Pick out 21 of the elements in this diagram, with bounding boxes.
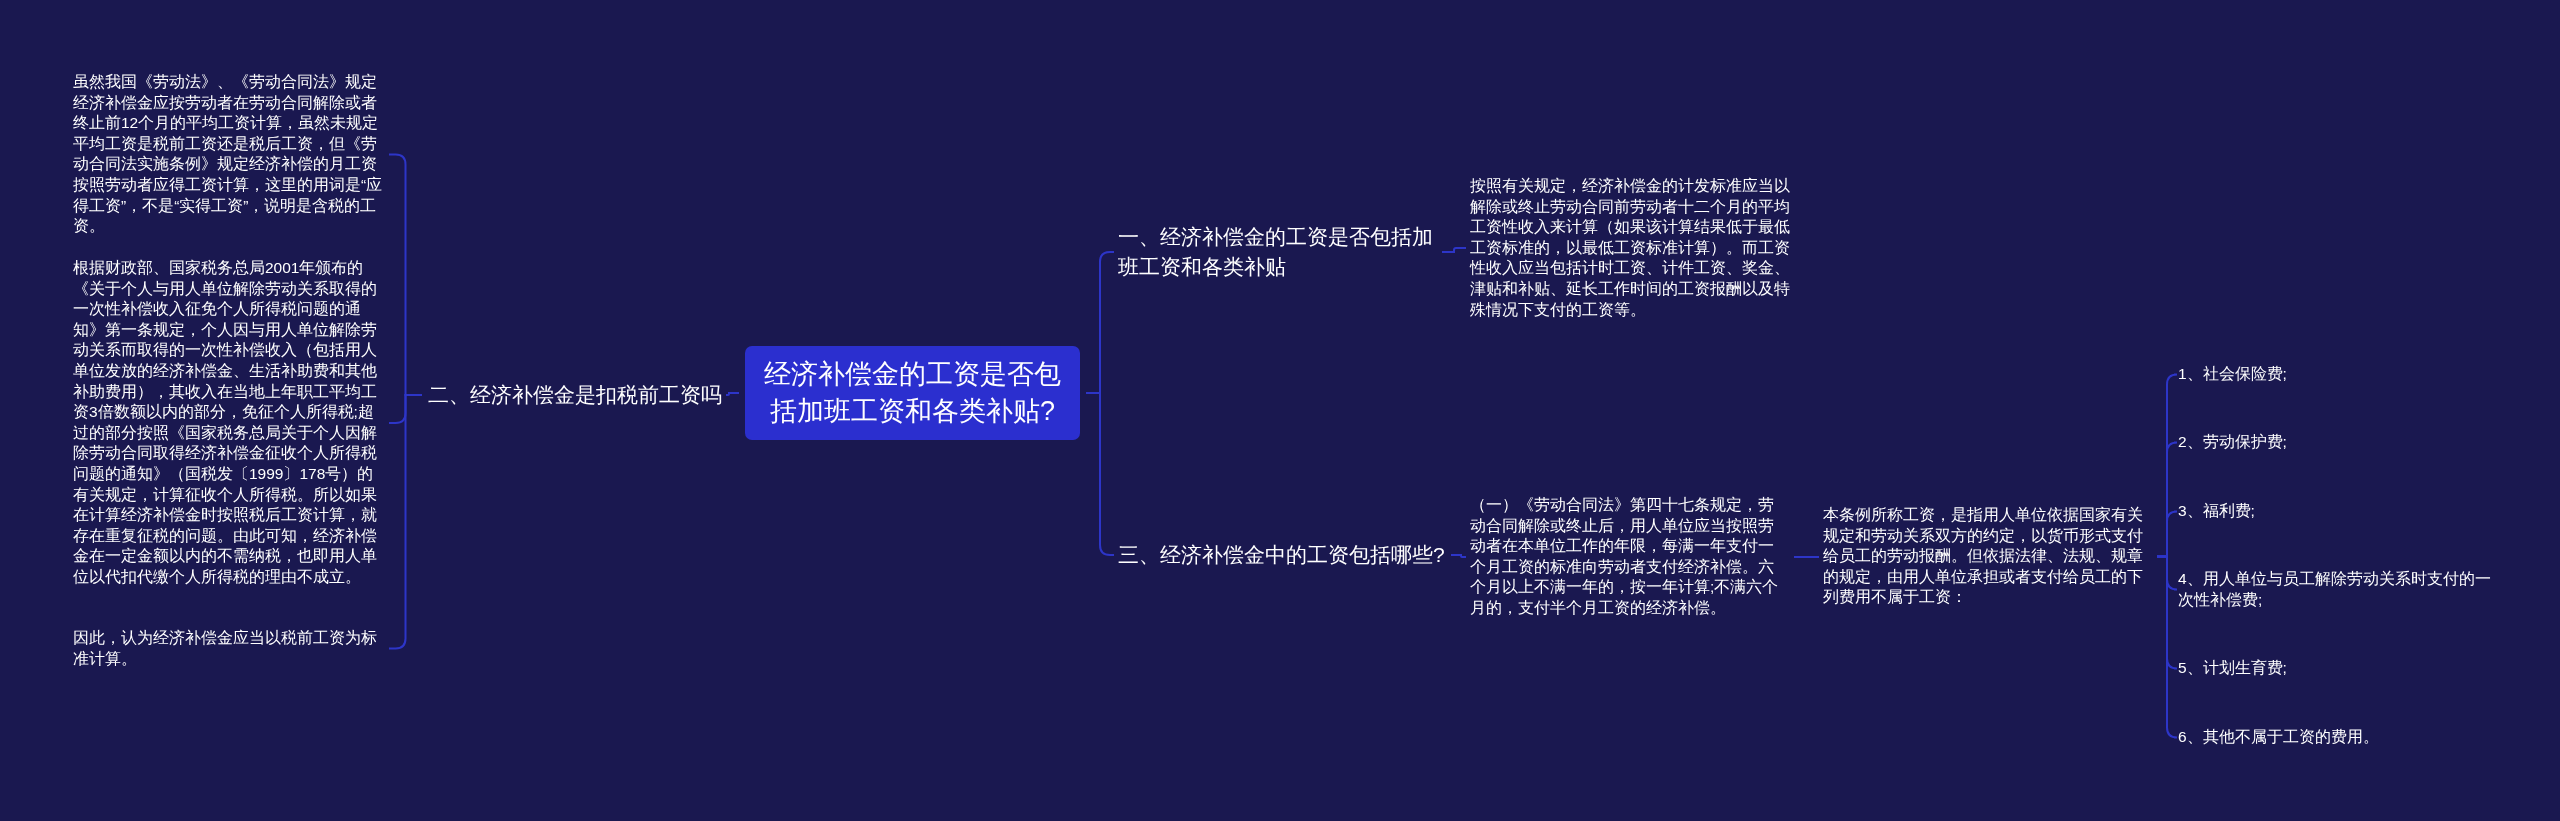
connector-line	[1441, 247, 1467, 253]
central-topic-box: 经济补偿金的工资是否包括加班工资和各类补贴?	[745, 346, 1080, 440]
list-item-text: 3、福利费;	[2178, 501, 2255, 522]
list-item-text: 6、其他不属于工资的费用。	[2178, 727, 2379, 748]
list-item-text: 2、劳动保护费;	[2178, 432, 2287, 453]
list-item-text: 4、用人单位与员工解除劳动关系时支付的一次性补偿费;	[2178, 569, 2498, 611]
paragraph-text: 本条例所称工资，是指用人单位依据国家有关规定和劳动关系双方的约定，以货币形式支付给员工的劳动报酬。但依据法律、法规、规章的规定，由用人单位承担或者支付给员工的下列费用不属于工资：	[1823, 505, 2151, 608]
list-item-text: 1、社会保险费;	[2178, 364, 2287, 385]
connector-line	[2156, 555, 2178, 739]
paragraph-text: （一）《劳动合同法》第四十七条规定，劳动合同解除或终止后，用人单位应当按照劳动者在本单位工作的年限，每满一年支付一个月工资的标准向劳动者支付经济补偿。六个月以上不满一年的，按一年计算;不满六个月的，支付半个月工资的经济补偿。	[1470, 495, 1788, 619]
paragraph-text: 虽然我国《劳动法》、《劳动合同法》规定经济补偿金应按劳动者在劳动合同解除或者终止前12个月的平均工资计算，虽然未规定平均工资是税前工资还是税后工资，但《劳动合同法实施条例》规定经济补偿的月工资按照劳动者应得工资计算，这里的用词是“应得工资”，不是“实得工资”，说明是含税的工资。	[73, 72, 385, 237]
topic-text: 三、经济补偿金中的工资包括哪些?	[1118, 540, 1445, 570]
topic-text: 二、经济补偿金是扣税前工资吗	[428, 380, 722, 410]
connector-line	[725, 392, 740, 396]
paragraph-text: 因此，认为经济补偿金应当以税前工资为标准计算。	[73, 628, 385, 670]
connector-line	[1793, 556, 1820, 558]
connector-line	[1450, 554, 1467, 558]
topic-text: 一、经济补偿金的工资是否包括加班工资和各类补贴	[1118, 222, 1436, 282]
paragraph-text: 根据财政部、国家税务总局2001年颁布的《关于个人与用人单位解除劳动关系取得的一次性补偿收入征免个人所得税问题的通知》第一条规定，个人因与用人单位解除劳动关系而取得的一次性补偿收入（包括用人单位发放的经济补偿金、生活补助费和其他补助费用），其收入在当地上年职工平均工资3倍数额以内的部分，免征个人所得税;超过的部分按照《国家税务总局关于个人因解除劳动合同取得经济补偿金征收个人所得税问题的通知》（国税发〔1999〕178号）的有关规定，计算征收个人所得税。所以如果在计算经济补偿金时按照税后工资计算，就存在重复征税的问题。由此可知，经济补偿金在一定金额以内的不需纳税，也即用人单位以代扣代缴个人所得税的理由不成立。	[73, 258, 385, 588]
paragraph-text: 按照有关规定，经济补偿金的计发标准应当以解除或终止劳动合同前劳动者十二个月的平均工资性收入来计算（如果该计算结果低于最低工资标准的，以最低工资标准计算）。而工资性收入应当包括计时工资、计件工资、奖金、津贴和补贴、延长工作时间的工资报酬以及特殊情况下支付的工资等。	[1470, 176, 1800, 321]
list-item-text: 5、计划生育费;	[2178, 658, 2287, 679]
